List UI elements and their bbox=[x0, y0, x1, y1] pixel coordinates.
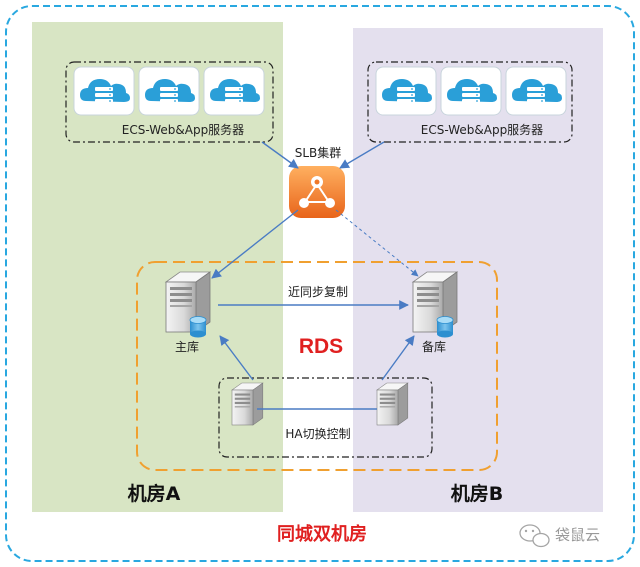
database-icon bbox=[189, 316, 207, 338]
arrow-slb-to-primary bbox=[211, 209, 299, 279]
slb-icon bbox=[289, 166, 345, 218]
room-a-label: 机房A bbox=[128, 482, 181, 505]
ha-server-right bbox=[376, 382, 409, 426]
slb-label: SLB集群 bbox=[295, 145, 342, 160]
ecs-label-b: ECS-Web&App服务器 bbox=[421, 122, 543, 137]
rds-label: RDS bbox=[299, 335, 343, 358]
cloud-server-icon bbox=[505, 66, 567, 116]
arrow-ecs-b-to-slb bbox=[339, 141, 385, 169]
room-b-label: 机房B bbox=[451, 482, 503, 505]
arrow-ha-to-primary bbox=[219, 335, 254, 381]
same-city-boundary bbox=[5, 5, 635, 562]
standby-db-label: 备库 bbox=[422, 339, 446, 354]
wechat-icon bbox=[519, 524, 550, 548]
arrow-ecs-a-to-slb bbox=[261, 141, 299, 169]
arrow-ha-to-standby bbox=[381, 335, 415, 381]
ha-group bbox=[218, 377, 433, 458]
ha-label: HA切换控制 bbox=[285, 427, 350, 441]
cloud-server-icon bbox=[138, 66, 200, 116]
watermark-text: 袋鼠云 bbox=[555, 526, 600, 544]
watermark: 袋鼠云 bbox=[519, 524, 600, 548]
ecs-group-a bbox=[65, 61, 274, 143]
rds-group bbox=[136, 261, 498, 471]
sync-replication-label: 近同步复制 bbox=[288, 285, 348, 299]
primary-db-label: 主库 bbox=[175, 339, 199, 354]
cloud-server-icon bbox=[73, 66, 135, 116]
cloud-server-icon bbox=[203, 66, 265, 116]
ecs-label-a: ECS-Web&App服务器 bbox=[122, 122, 244, 137]
ha-server-left bbox=[231, 382, 264, 426]
database-icon bbox=[436, 316, 454, 338]
ecs-group-b bbox=[367, 61, 573, 143]
cloud-server-icon bbox=[375, 66, 437, 116]
cloud-server-icon bbox=[440, 66, 502, 116]
diagram-title: 同城双机房 bbox=[277, 523, 367, 545]
